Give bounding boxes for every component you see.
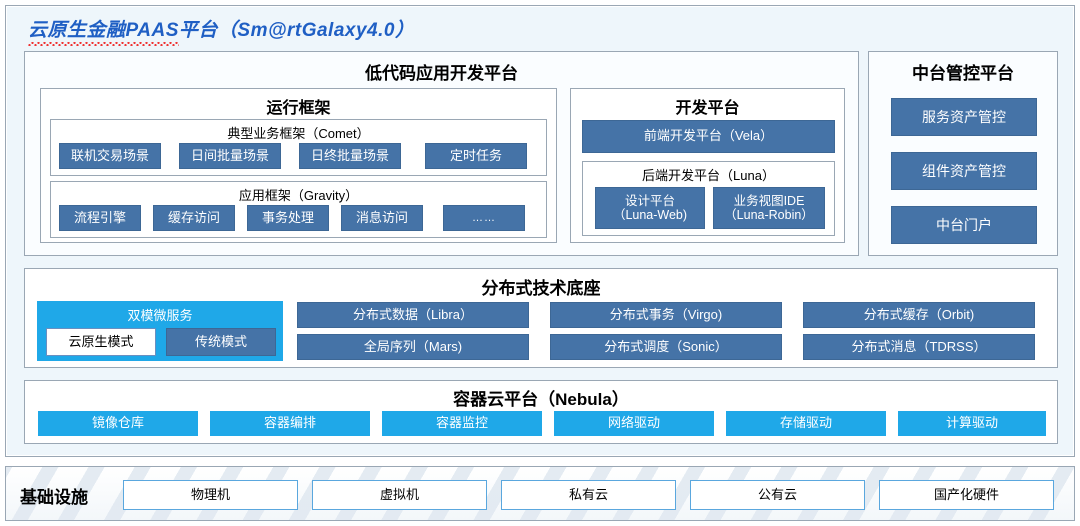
- page-title-rest: 平台（Sm@rtGalaxy4.0）: [178, 20, 415, 41]
- gravity-item-1[interactable]: 流程引擎: [59, 205, 141, 231]
- container-item-1[interactable]: 镜像仓库: [38, 411, 198, 436]
- comet-panel: 典型业务框架（Comet） 联机交易场景 日间批量场景 日终批量场景 定时任务: [50, 119, 547, 176]
- container-platform-heading: 容器云平台（Nebula）: [453, 390, 629, 409]
- platform-main-frame: 云原生金融PAAS平台（Sm@rtGalaxy4.0） 低代码应用开发平台 运行…: [5, 5, 1075, 457]
- runtime-framework-heading: 运行框架: [266, 100, 331, 117]
- infrastructure-item-1[interactable]: 物理机: [123, 480, 298, 510]
- container-item-2[interactable]: 容器编排: [210, 411, 370, 436]
- page-title-underlined-part: 云原生金融PAAS: [28, 20, 179, 41]
- infrastructure-item-4[interactable]: 公有云: [690, 480, 865, 510]
- comet-item-1[interactable]: 联机交易场景: [59, 143, 161, 169]
- gravity-item-5[interactable]: ……: [443, 205, 525, 231]
- gravity-panel: 应用框架（Gravity） 流程引擎 缓存访问 事务处理 消息访问 ……: [50, 181, 547, 238]
- techbase-panel: 分布式技术底座 双模微服务 云原生模式 传统模式 分布式数据（Libra） 全局…: [24, 268, 1058, 368]
- midplatform-item-1[interactable]: 服务资产管控: [891, 98, 1037, 136]
- infrastructure-label: 基础设施: [20, 488, 88, 507]
- midplatform-item-2[interactable]: 组件资产管控: [891, 152, 1037, 190]
- midplatform-item-3[interactable]: 中台门户: [891, 206, 1037, 244]
- backend-dev-platform-heading: 后端开发平台（Luna）: [642, 168, 775, 183]
- comet-item-4[interactable]: 定时任务: [425, 143, 527, 169]
- lowcode-platform-panel: 低代码应用开发平台 运行框架 典型业务框架（Comet） 联机交易场景 日间批量…: [24, 51, 859, 256]
- infrastructure-item-2[interactable]: 虚拟机: [312, 480, 487, 510]
- infrastructure-bar: 基础设施 物理机 虚拟机 私有云 公有云 国产化硬件: [5, 466, 1075, 521]
- container-item-6[interactable]: 计算驱动: [898, 411, 1046, 436]
- backend-item-business-view-ide[interactable]: 业务视图IDE （Luna-Robin）: [713, 187, 825, 229]
- techbase-col2-item2[interactable]: 分布式调度（Sonic）: [550, 334, 782, 360]
- gravity-item-2[interactable]: 缓存访问: [153, 205, 235, 231]
- frontend-dev-platform-chip[interactable]: 前端开发平台（Vela）: [582, 120, 835, 153]
- midplatform-heading: 中台管控平台: [912, 64, 1014, 83]
- infrastructure-item-5[interactable]: 国产化硬件: [879, 480, 1054, 510]
- midplatform-panel: 中台管控平台 服务资产管控 组件资产管控 中台门户: [868, 51, 1058, 256]
- backend-item-design-platform[interactable]: 设计平台 （Luna-Web): [595, 187, 705, 229]
- gravity-item-4[interactable]: 消息访问: [341, 205, 423, 231]
- backend-dev-platform-panel: 后端开发平台（Luna） 设计平台 （Luna-Web) 业务视图IDE （Lu…: [582, 161, 835, 236]
- lowcode-platform-heading: 低代码应用开发平台: [365, 64, 518, 83]
- comet-item-3[interactable]: 日终批量场景: [299, 143, 401, 169]
- dev-platform-panel: 开发平台 前端开发平台（Vela） 后端开发平台（Luna） 设计平台 （Lun…: [570, 88, 845, 243]
- comet-heading: 典型业务框架（Comet）: [227, 126, 370, 141]
- dev-platform-heading: 开发平台: [675, 100, 740, 117]
- dualmode-item-traditional[interactable]: 传统模式: [166, 328, 276, 356]
- container-item-5[interactable]: 存储驱动: [726, 411, 886, 436]
- comet-item-2[interactable]: 日间批量场景: [179, 143, 281, 169]
- gravity-item-3[interactable]: 事务处理: [247, 205, 329, 231]
- techbase-col2-item1[interactable]: 分布式事务（Virgo): [550, 302, 782, 328]
- techbase-col1-item2[interactable]: 全局序列（Mars): [297, 334, 529, 360]
- infrastructure-item-3[interactable]: 私有云: [501, 480, 676, 510]
- runtime-framework-panel: 运行框架 典型业务框架（Comet） 联机交易场景 日间批量场景 日终批量场景 …: [40, 88, 557, 243]
- techbase-col3-item1[interactable]: 分布式缓存（Orbit): [803, 302, 1035, 328]
- container-platform-panel: 容器云平台（Nebula） 镜像仓库 容器编排 容器监控 网络驱动 存储驱动 计…: [24, 380, 1058, 444]
- techbase-col1-item1[interactable]: 分布式数据（Libra）: [297, 302, 529, 328]
- page-title: 云原生金融PAAS平台（Sm@rtGalaxy4.0）: [28, 15, 414, 42]
- dualmode-heading: 双模微服务: [127, 308, 193, 323]
- techbase-col3-item2[interactable]: 分布式消息（TDRSS）: [803, 334, 1035, 360]
- techbase-heading: 分布式技术底座: [481, 279, 601, 298]
- gravity-heading: 应用框架（Gravity）: [238, 188, 359, 203]
- container-item-4[interactable]: 网络驱动: [554, 411, 714, 436]
- container-item-3[interactable]: 容器监控: [382, 411, 542, 436]
- dualmode-microservice-block: 双模微服务 云原生模式 传统模式: [37, 301, 283, 361]
- dualmode-item-cloudnative[interactable]: 云原生模式: [46, 328, 156, 356]
